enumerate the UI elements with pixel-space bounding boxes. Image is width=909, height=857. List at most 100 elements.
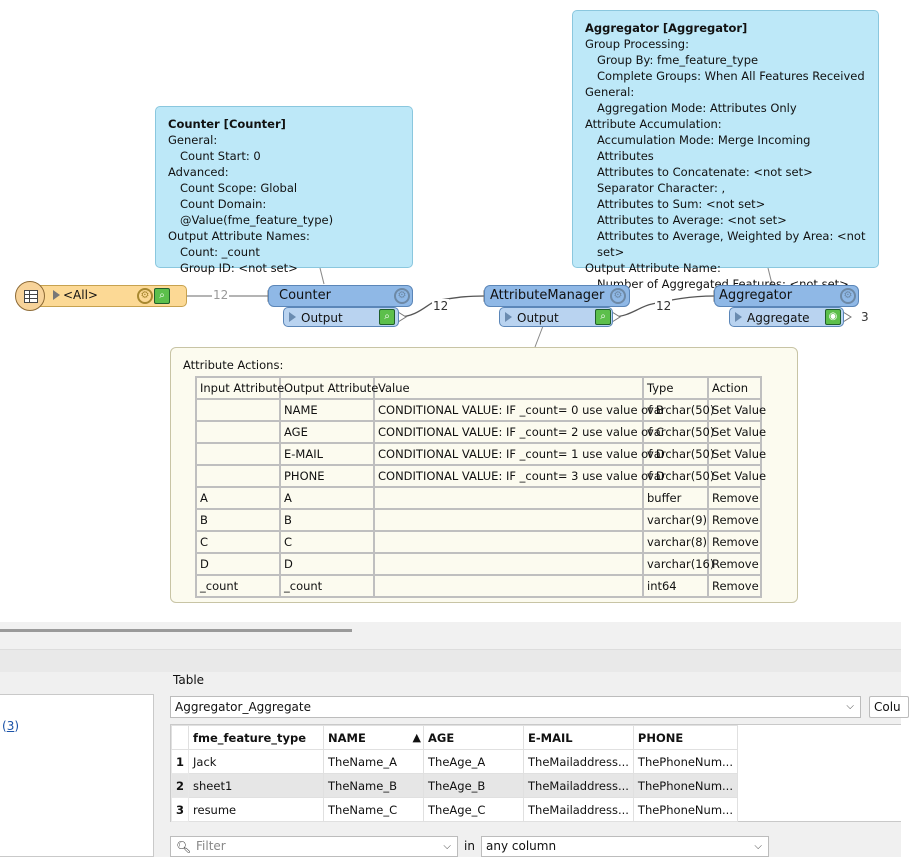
columns-button[interactable]: Colu (869, 696, 909, 718)
horizontal-scrollbar[interactable] (0, 629, 352, 632)
tooltip-line: Advanced: (168, 165, 229, 179)
column-scope-select[interactable]: any column ⌵ (481, 836, 769, 857)
attribute-action-cell: C (279, 530, 375, 554)
attribute-action-cell: Remove (707, 508, 762, 532)
gear-icon[interactable]: ⚙ (394, 288, 410, 304)
counter-output-port[interactable]: Output ⌕ (283, 307, 399, 327)
table-cell[interactable]: TheAge_B (423, 773, 525, 798)
table-cell[interactable]: TheName_A (323, 749, 425, 774)
attribute-action-cell: varchar(8) (642, 530, 709, 554)
attribute-action-cell (373, 508, 644, 532)
table-selector[interactable]: Aggregator_Aggregate ⌵ (170, 696, 861, 718)
table-cell[interactable]: sheet1 (188, 773, 325, 798)
column-header[interactable]: PHONE (632, 725, 739, 750)
aggregator-tooltip-lines: Group Processing:Group By: fme_feature_t… (585, 36, 866, 292)
attribute-action-cell (195, 442, 281, 466)
tooltip-line: Attributes to Sum: <not set> (597, 197, 766, 211)
database-icon (15, 281, 45, 311)
table-cell[interactable]: Jack (188, 749, 325, 774)
table-cell[interactable]: resume (188, 797, 325, 822)
table-cell[interactable]: TheMailaddress... (523, 773, 634, 798)
table-cell[interactable]: TheAge_C (423, 797, 525, 822)
workspace-canvas[interactable]: Counter [Counter] General:Count Start: 0… (0, 0, 901, 622)
counter-tooltip-lines: General: Count Start: 0 Advanced: Count Sco… (168, 132, 400, 276)
attribute-action-cell: CONDITIONAL VALUE: IF _count= 0 use valu… (373, 398, 664, 422)
table-cell[interactable]: ThePhoneNum... (632, 749, 739, 774)
gear-icon[interactable]: ⚙ (137, 288, 153, 304)
tooltip-line: Group ID: <not set> (180, 261, 298, 275)
inspect-icon[interactable]: ⌕ (595, 309, 611, 325)
row-number[interactable]: 2 (170, 773, 190, 798)
feature-types-pane[interactable]: (3) (0, 694, 154, 857)
expand-arrow-icon[interactable] (53, 290, 60, 300)
tooltip-line: Count Start: 0 (180, 149, 261, 163)
data-table[interactable]: fme_feature_type NAME ▲ AGE E-MAIL PHONE… (170, 724, 901, 822)
tooltip-line: Complete Groups: When All Features Recei… (597, 69, 865, 83)
counter-transformer[interactable]: Counter ⚙ (268, 285, 413, 307)
aggregator-aggregate-port[interactable]: Aggregate ◉ (729, 307, 844, 327)
attributemanager-output-port[interactable]: Output ⌕ (499, 307, 613, 327)
inspect-eye-icon[interactable]: ◉ (825, 309, 841, 325)
attribute-action-cell: varchar(16) (642, 552, 714, 576)
table-label: Table (173, 673, 205, 687)
attribute-action-cell: E-MAIL (279, 442, 375, 466)
attributemanager-transformer[interactable]: AttributeManager ⚙ (484, 285, 630, 307)
column-header[interactable]: AGE (423, 725, 525, 750)
inspect-icon[interactable]: ⌕ (379, 309, 395, 325)
port-arrow-icon (289, 312, 296, 322)
port-arrow-icon (505, 312, 512, 322)
table-cell[interactable]: TheAge_A (423, 749, 525, 774)
column-header[interactable]: E-MAIL (523, 725, 634, 750)
gear-icon[interactable]: ⚙ (840, 288, 856, 304)
aggregator-transformer[interactable]: Aggregator ⚙ (714, 285, 859, 307)
inspect-icon[interactable]: ⌕ (154, 288, 170, 304)
column-header[interactable]: fme_feature_type (188, 725, 325, 750)
attribute-action-cell: Remove (707, 486, 762, 510)
chevron-down-icon[interactable]: ⌵ (443, 841, 451, 852)
table-cell[interactable]: ThePhoneNum... (632, 773, 739, 798)
aggregator-name: Aggregator (719, 288, 793, 303)
counter-port-label: Output (301, 311, 343, 325)
tooltip-line: General: (168, 133, 218, 147)
tooltip-line: Attributes to Concatenate: <not set> (597, 165, 813, 179)
attribute-action-cell: varchar(9) (642, 508, 709, 532)
tooltip-line: Count Scope: Global (180, 181, 298, 195)
search-icon: 🔍︎ (176, 840, 192, 854)
gear-icon[interactable]: ⚙ (610, 288, 626, 304)
data-grid[interactable]: fme_feature_type NAME ▲ AGE E-MAIL PHONE… (170, 725, 739, 822)
attribute-action-cell: CONDITIONAL VALUE: IF _count= 2 use valu… (373, 420, 664, 444)
attribute-action-cell (195, 420, 281, 444)
header-row: fme_feature_type NAME ▲ AGE E-MAIL PHONE (170, 725, 739, 750)
in-label: in (464, 839, 475, 853)
attribute-action-cell: varchar(50) (642, 442, 714, 466)
attribute-action-cell (373, 574, 644, 598)
table-cell[interactable]: TheMailaddress... (523, 749, 634, 774)
column-header-sorted[interactable]: NAME ▲ (323, 725, 425, 750)
port-arrow-icon (735, 312, 742, 322)
row-number[interactable]: 1 (170, 749, 190, 774)
tooltip-line: General: (585, 85, 635, 99)
attribute-action-cell (195, 464, 281, 488)
attribute-action-cell: varchar(50) (642, 464, 714, 488)
table-cell[interactable]: TheName_C (323, 797, 425, 822)
table-cell[interactable]: ThePhoneNum... (632, 797, 739, 822)
aggregator-tooltip-title: Aggregator [Aggregator] (585, 21, 748, 35)
table-cell[interactable]: TheName_B (323, 773, 425, 798)
filter-input[interactable]: 🔍︎ Filter ⌵ (170, 836, 458, 857)
attribute-action-cell: Remove (707, 552, 762, 576)
reader-feature-type[interactable]: <All> ⚙ ⌕ (15, 281, 187, 311)
table-cell[interactable]: TheMailaddress... (523, 797, 634, 822)
attribute-action-cell: AGE (279, 420, 375, 444)
horizontal-scroll-area[interactable] (0, 622, 901, 650)
attribute-actions-column-header: Action (707, 376, 762, 400)
tooltip-line: Group By: fme_feature_type (597, 53, 759, 67)
feature-count-link[interactable]: (3) (2, 719, 20, 733)
row-number[interactable]: 3 (170, 797, 190, 822)
